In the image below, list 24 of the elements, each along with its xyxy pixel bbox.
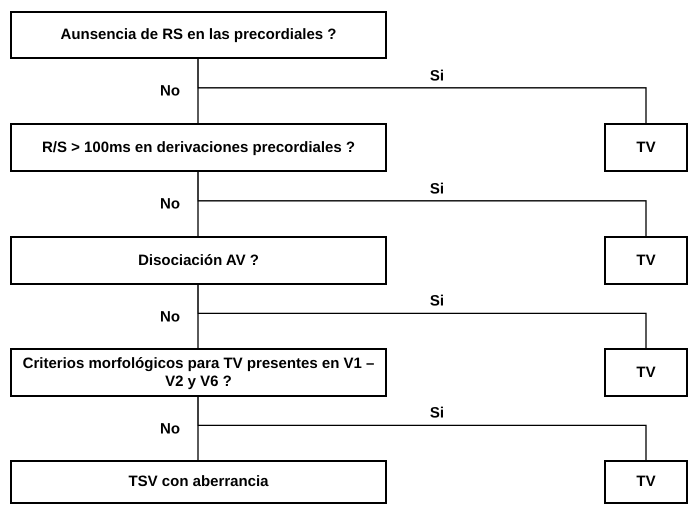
process-box — [10, 460, 387, 504]
box-text: TV — [636, 252, 656, 270]
box-text: TV — [636, 364, 656, 382]
edge-label: No — [159, 420, 181, 437]
process-box — [604, 236, 688, 285]
box-text: Criterios morfológicos para TV presentes en V1 – V2 y V6 ? — [22, 354, 376, 390]
connector-line — [197, 285, 647, 348]
box-text: Aunsencia de RS en las precordiales ? — [60, 26, 336, 44]
connector-line — [197, 172, 647, 236]
process-box — [10, 348, 387, 397]
process-box — [10, 123, 387, 172]
box-text: TV — [636, 138, 656, 156]
box-text: TSV con aberrancia — [128, 473, 269, 491]
connector-line — [197, 397, 647, 460]
box-text: Disociación AV ? — [138, 252, 259, 270]
process-box — [604, 123, 688, 172]
box-text: R/S > 100ms en derivaciones precordiales ? — [42, 138, 356, 156]
process-box — [604, 460, 688, 504]
process-box — [10, 236, 387, 285]
box-text: TV — [636, 473, 656, 491]
connector-line — [197, 59, 647, 123]
process-box — [10, 11, 387, 59]
process-box — [604, 348, 688, 397]
edge-label: No — [159, 308, 181, 325]
